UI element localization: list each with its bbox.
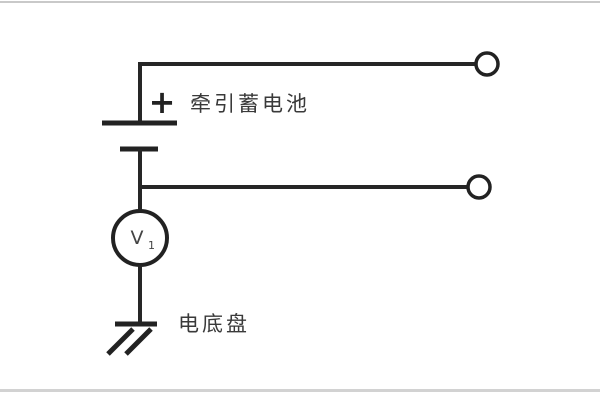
positive-wire — [138, 51, 500, 121]
ground-hatch-left — [106, 327, 135, 356]
battery-label: 牵引蓄电池 — [190, 92, 310, 116]
plus-sign: + — [149, 83, 176, 121]
voltmeter-label: V — [131, 227, 144, 249]
positive-terminal-circle — [474, 51, 500, 77]
negative-wire — [138, 149, 492, 212]
voltmeter-symbol: V 1 — [111, 209, 169, 267]
ground-hatch-right — [124, 327, 153, 356]
battery-symbol: + 牵引蓄电池 — [102, 83, 310, 152]
negative-terminal-circle — [466, 174, 492, 200]
bottom-border-line — [0, 389, 600, 392]
chassis-ground-symbol: 电底盘 — [106, 312, 250, 356]
top-border-line — [0, 1, 600, 3]
positive-wire-path — [138, 62, 476, 121]
voltmeter-subscript: 1 — [148, 239, 155, 252]
ground-label: 电底盘 — [178, 312, 250, 336]
